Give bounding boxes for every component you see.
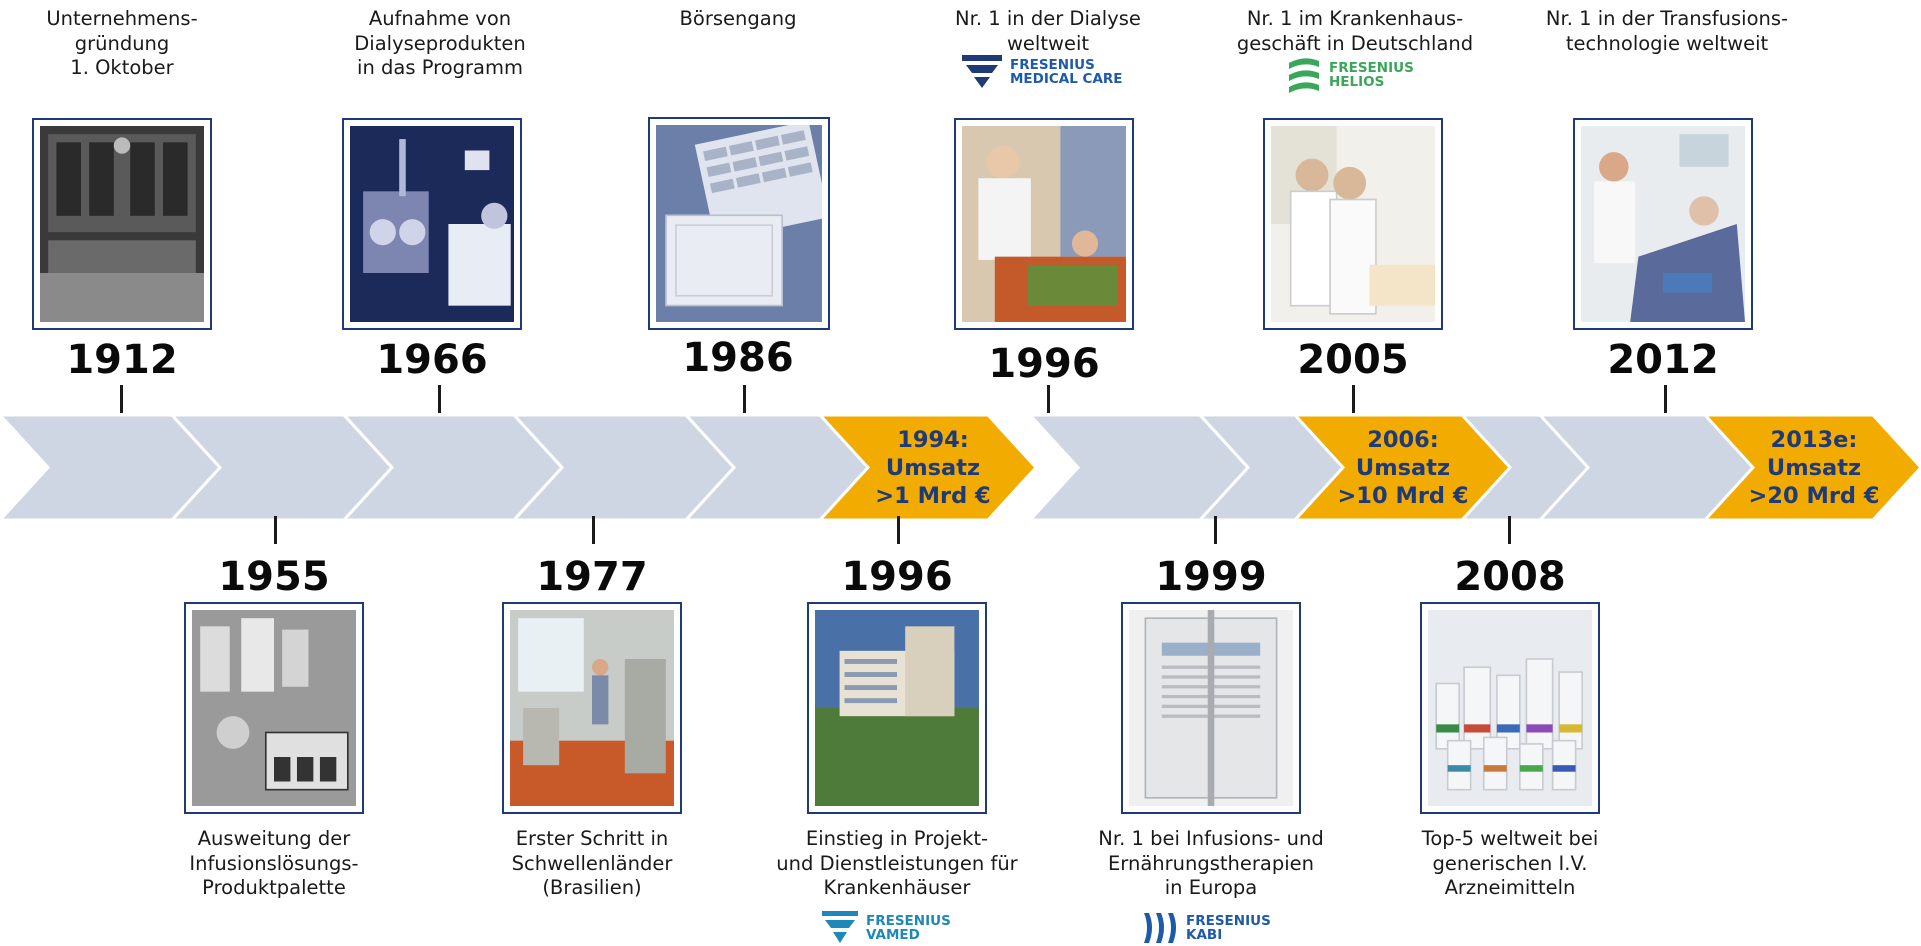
year-1912: 1912 bbox=[66, 337, 178, 383]
infusion-bottles-photo bbox=[184, 602, 364, 814]
year-1977: 1977 bbox=[536, 554, 648, 600]
bottom-caption-1999: Nr. 1 bei Infusions- und Ernährungsthera… bbox=[1098, 827, 1324, 899]
fresenius-kabi-icon bbox=[1144, 913, 1176, 943]
top-caption-1912: Unternehmens- gründung 1. Oktober bbox=[46, 7, 198, 79]
tick-2012 bbox=[1664, 385, 1667, 413]
timeline-chevron bbox=[0, 415, 223, 520]
milestone-arrow-2013e bbox=[1702, 415, 1921, 520]
infusion-bag-photo bbox=[1121, 602, 1301, 814]
timeline-arrows bbox=[0, 415, 1921, 520]
milestone-arrow-2006 bbox=[1292, 415, 1513, 520]
factory-photo bbox=[502, 602, 682, 814]
year-1955: 1955 bbox=[218, 554, 330, 600]
timeline-chevron bbox=[1537, 415, 1763, 520]
tick-1996-bottom bbox=[897, 516, 900, 544]
stock-certificate-photo bbox=[648, 117, 830, 330]
dialysis-machine-photo bbox=[342, 118, 522, 330]
year-1996-bottom: 1996 bbox=[841, 554, 953, 600]
tick-1999 bbox=[1214, 516, 1217, 544]
top-caption-2012: Nr. 1 in der Transfusions- technologie w… bbox=[1545, 7, 1789, 55]
tick-1986 bbox=[743, 385, 746, 413]
fresenius-kabi-logo: FRESENIUS KABI bbox=[1142, 911, 1271, 945]
bottom-caption-1996: Einstieg in Projekt- und Dienstleistunge… bbox=[776, 827, 1018, 899]
timeline-chevron bbox=[511, 415, 737, 520]
hospital-building-photo bbox=[807, 602, 987, 814]
tick-1955 bbox=[274, 516, 277, 544]
fresenius-medical-care-logo: FRESENIUS MEDICAL CARE bbox=[962, 55, 1123, 89]
year-1999: 1999 bbox=[1155, 554, 1267, 600]
doctors-photo bbox=[1263, 118, 1443, 330]
top-caption-1986: Börsengang bbox=[679, 7, 797, 30]
year-1986: 1986 bbox=[682, 335, 794, 381]
bottom-caption-1977: Erster Schritt in Schwellenländer (Brasi… bbox=[511, 827, 673, 899]
bottom-caption-2008: Top-5 weltweit bei generischen I.V. Arzn… bbox=[1421, 827, 1599, 899]
year-2005: 2005 bbox=[1297, 337, 1409, 383]
fresenius-vamed-logo: FRESENIUS VAMED bbox=[822, 911, 951, 945]
transfusion-patient-photo bbox=[1573, 118, 1753, 330]
milestone-2006: 2006: Umsatz >10 Mrd € bbox=[1337, 427, 1469, 509]
timeline-chevron bbox=[1027, 415, 1251, 520]
bottom-caption-1955: Ausweitung der Infusionslösungs- Produkt… bbox=[189, 827, 359, 899]
year-1966: 1966 bbox=[376, 337, 488, 383]
year-1996-top: 1996 bbox=[988, 341, 1100, 387]
year-2012: 2012 bbox=[1607, 337, 1719, 383]
timeline-chevron bbox=[169, 415, 395, 520]
top-caption-2005: Nr. 1 im Krankenhaus- geschäft in Deutsc… bbox=[1236, 7, 1474, 55]
tick-1996-top bbox=[1047, 385, 1050, 413]
fresenius-vamed-icon bbox=[822, 911, 858, 943]
top-caption-1966: Aufnahme von Dialyseprodukten in das Pro… bbox=[354, 7, 526, 79]
timeline-chevron bbox=[341, 415, 565, 520]
tick-1912 bbox=[120, 385, 123, 413]
tick-1966 bbox=[438, 385, 441, 413]
old-pharmacy-photo bbox=[32, 118, 212, 330]
milestone-arrow-1994 bbox=[817, 415, 1039, 520]
tick-1977 bbox=[592, 516, 595, 544]
dialysis-patient-photo bbox=[954, 118, 1134, 330]
milestone-1994: 1994: Umsatz >1 Mrd € bbox=[875, 427, 991, 509]
tick-2005 bbox=[1352, 385, 1355, 413]
fresenius-medical-care-icon bbox=[962, 55, 1002, 88]
vials-photo bbox=[1420, 602, 1600, 814]
top-caption-1996: Nr. 1 in der Dialyse weltweit bbox=[955, 7, 1141, 55]
tick-2008 bbox=[1508, 516, 1511, 544]
fresenius-helios-icon bbox=[1289, 58, 1319, 93]
year-2008: 2008 bbox=[1454, 554, 1566, 600]
timeline-chevron bbox=[683, 415, 883, 520]
fresenius-helios-logo: FRESENIUS HELIOS bbox=[1287, 55, 1414, 95]
milestone-2013e: 2013e: Umsatz >20 Mrd € bbox=[1748, 427, 1880, 509]
